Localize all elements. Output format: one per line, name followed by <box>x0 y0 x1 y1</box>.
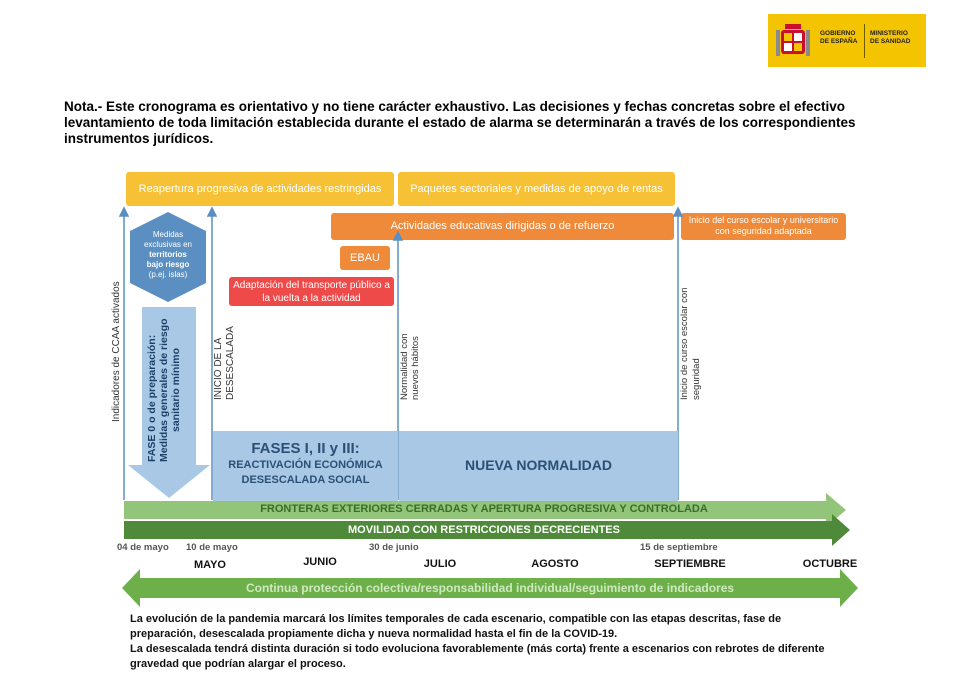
movilidad-bar <box>124 514 850 546</box>
medidas-text: Medidas exclusivas en territorios bajo r… <box>134 230 202 280</box>
fases-fill <box>213 431 398 501</box>
medidas-line5: (p.ej. islas) <box>148 270 188 279</box>
arrow-head-curso <box>672 206 684 217</box>
month-mayo: MAYO <box>194 559 226 571</box>
medidas-line1: Medidas <box>152 230 184 239</box>
arrow-head-normalidad <box>392 230 404 241</box>
date-10-mayo: 10 de mayo <box>186 542 238 553</box>
logo-separator <box>864 24 865 58</box>
gobierno-logo: GOBIERNO DE ESPAÑA MINISTERIO DE SANIDAD <box>768 14 926 67</box>
box-paquetes: Paquetes sectoriales y medidas de apoyo … <box>398 172 675 206</box>
normalidad-line1: Normalidad con <box>399 333 410 400</box>
label-curso-seguridad: Inicio de curso escolar con seguridad <box>679 288 703 400</box>
fronteras-bar <box>124 493 846 527</box>
continua-bar <box>122 569 858 607</box>
curso-line1: Inicio de curso escolar con <box>679 287 690 400</box>
month-junio: JUNIO <box>303 556 337 568</box>
month-septiembre: SEPTIEMBRE <box>654 558 726 570</box>
label-inicio-desescalada: INICIO DE LA DESESCALADA <box>213 326 237 400</box>
fase0-line1: FASE 0 o de preparación: <box>146 334 158 462</box>
inicio-desescalada-line2: DESESCALADA <box>225 326 236 400</box>
box-transporte: Adaptación del transporte público a la v… <box>229 277 394 306</box>
note-text: Nota.- Este cronograma es orientativo y … <box>64 99 856 146</box>
month-julio: JULIO <box>423 558 457 570</box>
arrow-head-inicio <box>206 206 218 217</box>
medidas-line3: territorios <box>149 250 187 259</box>
medidas-line4: bajo riesgo <box>146 260 190 269</box>
month-agosto: AGOSTO <box>531 558 579 570</box>
fase0-arrow <box>128 307 210 498</box>
box-reapertura: Reapertura progresiva de actividades res… <box>126 172 394 206</box>
label-normalidad: Normalidad con nuevos hábitos <box>399 333 421 400</box>
month-octubre: OCTUBRE <box>802 558 858 570</box>
footer-paragraph-1: La evolución de la pandemia marcará los … <box>130 613 782 640</box>
normalidad-line2: nuevos hábitos <box>410 336 421 400</box>
arrow-head-indicadores <box>118 206 130 217</box>
medidas-arrow <box>130 212 206 302</box>
box-inicio-curso: Inicio del curso escolar y universitario… <box>681 213 846 240</box>
fases-text: FASES I, II y III: REACTIVACIÓN ECONÓMIC… <box>213 440 398 488</box>
fases-sub1: REACTIVACIÓN ECONÓMICA <box>228 459 383 471</box>
fases-title: FASES I, II y III: <box>251 440 360 457</box>
date-04-mayo: 04 de mayo <box>117 542 169 553</box>
date-15-septiembre: 15 de septiembre <box>640 542 718 553</box>
footer-text: La evolución de la pandemia marcará los … <box>130 612 850 672</box>
label-fase0: FASE 0 o de preparación: Medidas general… <box>146 318 182 462</box>
box-ebau: EBAU <box>340 246 390 270</box>
logo-ministerio-text: MINISTERIO DE SANIDAD <box>870 30 911 45</box>
logo-gobierno-text: GOBIERNO DE ESPAÑA <box>820 30 858 45</box>
fase0-line2: Medidas generales de riesgo <box>158 318 170 462</box>
continua-text: Continua protección colectiva/responsabi… <box>245 581 735 595</box>
coat-of-arms-icon <box>776 24 810 56</box>
inicio-desescalada-line1: INICIO DE LA <box>213 337 224 400</box>
fases-sub2: DESESCALADA SOCIAL <box>241 474 370 486</box>
label-indicadores: Indicadores de CCAA activados <box>111 281 122 422</box>
medidas-line2: exclusivas en <box>143 240 193 249</box>
nueva-normalidad-fill <box>399 431 678 501</box>
fronteras-text: FRONTERAS EXTERIORES CERRADAS Y APERTURA… <box>260 503 708 515</box>
fase0-line3: sanitario mínimo <box>170 347 182 432</box>
footer-paragraph-2: La desescalada tendrá distinta duración … <box>130 643 825 670</box>
date-30-junio: 30 de junio <box>369 542 419 553</box>
movilidad-text: MOVILIDAD CON RESTRICCIONES DECRECIENTES <box>348 524 620 536</box>
nueva-normalidad-label: NUEVA NORMALIDAD <box>465 457 612 473</box>
curso-line2: seguridad <box>691 358 702 400</box>
box-actividades-educativas: Actividades educativas dirigidas o de re… <box>331 213 674 240</box>
